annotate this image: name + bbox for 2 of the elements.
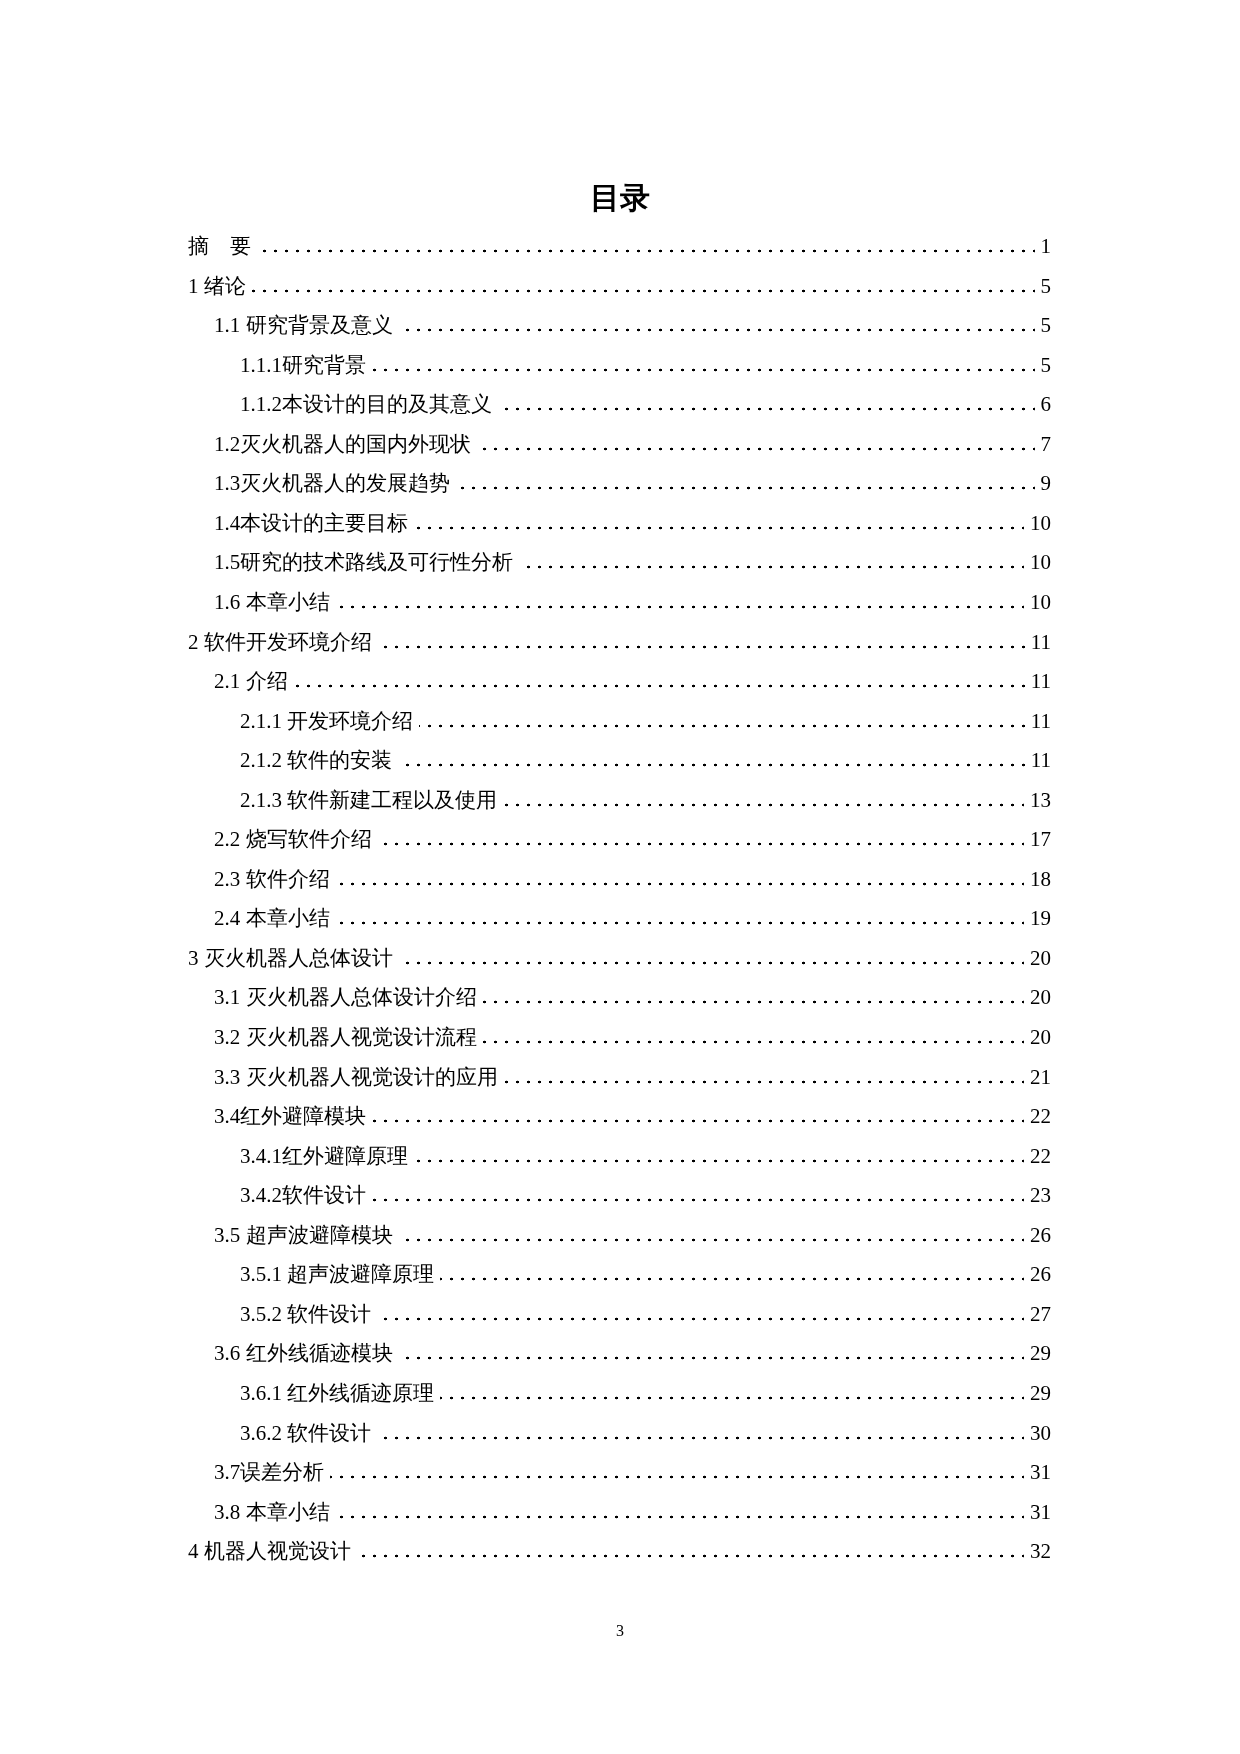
page-footer-number: 3 [615, 1622, 625, 1640]
title: 目录 [589, 179, 651, 217]
